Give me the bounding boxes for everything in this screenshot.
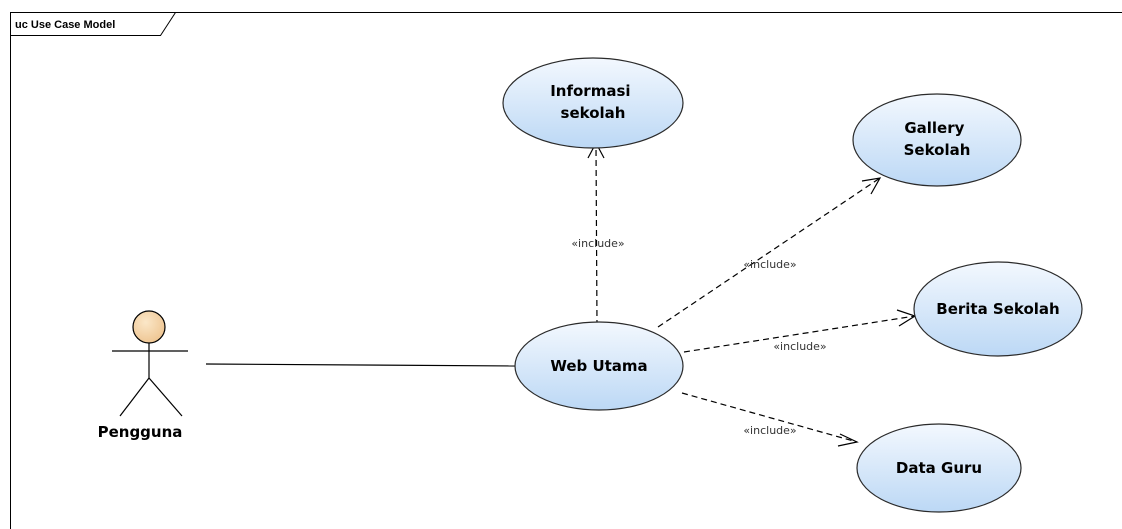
usecase-label: Sekolah — [904, 141, 971, 159]
svg-text:Data Guru: Data Guru — [896, 459, 982, 477]
svg-text:Web Utama: Web Utama — [550, 357, 647, 375]
usecase-berita-sekolah[interactable]: Berita Sekolah — [913, 261, 1083, 357]
include-label: «include» — [743, 424, 796, 437]
usecase-label: Data Guru — [896, 459, 982, 477]
include-gallery: «include» — [657, 177, 882, 328]
usecase-label: sekolah — [561, 104, 626, 122]
association-line — [205, 363, 521, 367]
svg-text:Berita Sekolah: Berita Sekolah — [936, 300, 1059, 318]
include-label: «include» — [773, 340, 826, 353]
usecase-label: Web Utama — [550, 357, 647, 375]
include-berita: «include» — [683, 309, 917, 353]
svg-text:Informasi sekolah: Informasi sekolah — [550, 82, 636, 122]
include-label: «include» — [743, 258, 796, 271]
include-label: «include» — [571, 237, 624, 250]
usecase-label: Berita Sekolah — [936, 300, 1059, 318]
usecase-data-guru[interactable]: Data Guru — [856, 423, 1022, 513]
usecase-label: Informasi — [550, 82, 630, 100]
actor-pengguna[interactable]: Pengguna — [98, 310, 188, 441]
usecase-web-utama[interactable]: Web Utama — [514, 321, 684, 411]
actor-head — [132, 310, 166, 344]
include-data-guru: «include» — [681, 392, 859, 447]
frame: uc Use Case Model — [10, 12, 1122, 529]
frame-label: uc Use Case Model — [15, 19, 115, 31]
usecase-gallery-sekolah[interactable]: Gallery Sekolah — [852, 93, 1022, 187]
include-informasi: «include» — [571, 141, 625, 327]
actor-name: Pengguna — [98, 423, 183, 441]
usecase-informasi-sekolah[interactable]: Informasi sekolah — [502, 57, 684, 149]
usecase-label: Gallery — [904, 119, 964, 137]
svg-text:Gallery Sekolah: Gallery Sekolah — [904, 119, 971, 159]
